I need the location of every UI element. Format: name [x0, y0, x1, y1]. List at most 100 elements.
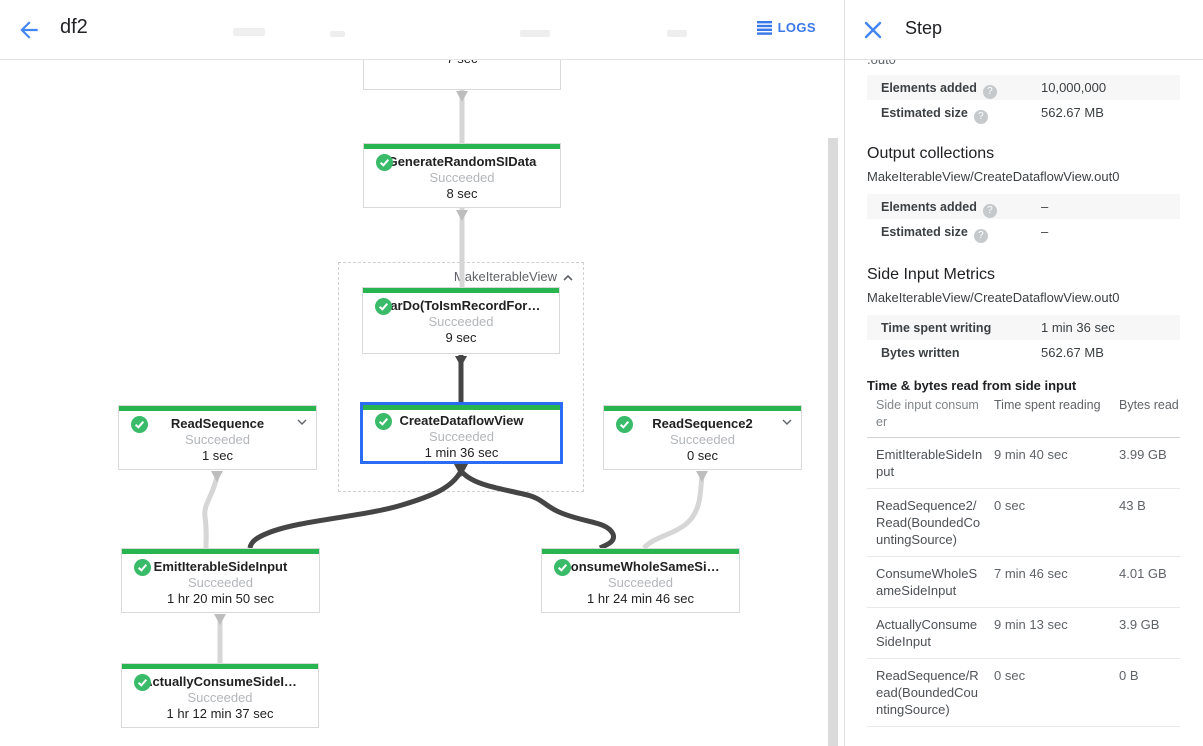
metric-row: Estimated size? – [867, 219, 1180, 244]
node-status: Succeeded [669, 432, 736, 447]
back-arrow-icon[interactable] [16, 17, 42, 43]
table-header-row: Side input consumer Time spent reading B… [867, 397, 1180, 438]
job-graph-canvas[interactable]: MakeIterableView [0, 0, 844, 746]
help-icon[interactable]: ? [982, 204, 997, 218]
graph-node-generaterandomsidata[interactable]: GenerateRandomSIData Succeeded 8 sec [363, 143, 561, 208]
cell-bytes: 0 B [1119, 668, 1139, 683]
collapse-group-icon[interactable] [561, 271, 575, 285]
metric-value: 10,000,000 [1041, 80, 1107, 95]
output-metrics-rows: Elements added? – Estimated size? – [867, 194, 1180, 244]
node-status: Succeeded [607, 575, 674, 590]
panel-body: .out0 Elements added? 10,000,000 Estimat… [845, 60, 1203, 745]
status-bar [119, 406, 316, 411]
table-row: EmitIterableSideInput 9 min 40 sec 3.99 … [867, 438, 1180, 489]
job-title: df2 [60, 16, 88, 38]
metric-row: Time spent writing 1 min 36 sec [867, 315, 1180, 340]
cell-consumer: ReadSequence2/Read(BoundedCountingSource… [876, 498, 981, 547]
node-duration: 1 hr 12 min 37 sec [166, 706, 274, 721]
vertical-scrollbar[interactable] [828, 138, 838, 746]
cell-time: 9 min 13 sec [994, 617, 1068, 632]
logs-button-label: LOGS [777, 20, 816, 35]
metric-value: – [1041, 199, 1049, 214]
cell-bytes: 3.99 GB [1119, 447, 1167, 462]
metric-row: Bytes written 562.67 MB [867, 340, 1180, 365]
table-row: ActuallyConsumeSideInput 9 min 13 sec 3.… [867, 608, 1180, 659]
top-toolbar: df2 LOGS [0, 0, 844, 60]
cell-bytes: 4.01 GB [1119, 566, 1167, 581]
close-icon[interactable] [863, 20, 883, 40]
help-icon[interactable]: ? [973, 110, 988, 124]
metric-value: – [1041, 224, 1049, 239]
status-bar [604, 406, 801, 411]
node-duration: 1 hr 24 min 46 sec [587, 591, 694, 606]
node-duration: 1 hr 20 min 50 sec [167, 591, 274, 606]
help-icon[interactable]: ? [973, 229, 988, 243]
help-icon[interactable]: ? [982, 85, 997, 99]
success-check-icon [131, 416, 148, 433]
graph-node-consumewholesamesideinput[interactable]: ConsumeWholeSameSi… Succeeded 1 hr 24 mi… [541, 548, 740, 613]
expand-node-icon[interactable] [295, 415, 309, 429]
expand-node-icon[interactable] [780, 415, 794, 429]
metric-value: 1 min 36 sec [1041, 320, 1115, 335]
node-title: CreateDataflowView [399, 413, 524, 428]
redacted-text [520, 30, 550, 37]
node-status: Succeeded [428, 314, 494, 329]
metric-label: Elements added [881, 81, 977, 95]
side-input-metrics-heading: Side Input Metrics [867, 266, 996, 283]
graph-edges [202, 90, 708, 665]
metric-value: 562.67 MB [1041, 345, 1104, 360]
graph-node-createdataflowview-selected[interactable]: CreateDataflowView Succeeded 1 min 36 se… [360, 402, 563, 464]
side-input-metrics-rows: Time spent writing 1 min 36 sec Bytes wr… [867, 315, 1180, 365]
clipped-collection-name: .out0 [867, 60, 1180, 67]
metric-label: Bytes written [881, 346, 960, 360]
success-check-icon [554, 559, 571, 576]
group-label: MakeIterableView [453, 269, 557, 284]
input-metrics-rows: Elements added? 10,000,000 Estimated siz… [867, 75, 1180, 125]
table-row: ConsumeWholeSameSideInput 7 min 46 sec 4… [867, 557, 1180, 608]
graph-node-readsequence2[interactable]: ReadSequence2 Succeeded 0 sec [603, 405, 802, 470]
status-bar [363, 288, 559, 293]
logs-lines-icon [756, 20, 772, 35]
output-collections-heading: Output collections [867, 145, 995, 162]
redacted-text [667, 30, 687, 37]
step-details-panel: Step .out0 Elements added? 10,000,000 Es… [844, 0, 1203, 746]
table-row: ReadSequence/Read(BoundedCountingSource)… [867, 659, 1180, 727]
logs-button[interactable]: LOGS [756, 20, 816, 35]
node-status: Succeeded [428, 429, 495, 444]
cell-consumer: ConsumeWholeSameSideInput [876, 566, 978, 598]
success-check-icon [375, 413, 392, 430]
metric-value: 562.67 MB [1041, 105, 1104, 120]
metric-label: Estimated size [881, 106, 968, 120]
graph-node-readsequence[interactable]: ReadSequence Succeeded 1 sec [118, 405, 317, 470]
status-bar [122, 664, 318, 669]
status-bar [363, 405, 560, 410]
cell-consumer: EmitIterableSideInput [876, 447, 983, 479]
side-input-collection-name: MakeIterableView/CreateDataflowView.out0 [867, 290, 1120, 305]
cell-consumer: ActuallyConsumeSideInput [876, 617, 978, 649]
cell-bytes: 3.9 GB [1119, 617, 1160, 632]
metric-label: Estimated size [881, 225, 968, 239]
cell-time: 9 min 40 sec [994, 447, 1068, 462]
node-status: Succeeded [184, 432, 251, 447]
graph-node-actuallyconsumesideinput[interactable]: ActuallyConsumeSideI… Succeeded 1 hr 12 … [121, 663, 319, 728]
success-check-icon [616, 416, 633, 433]
metric-row: Elements added? – [867, 194, 1180, 219]
node-duration: 1 min 36 sec [424, 445, 499, 460]
side-input-table-heading: Time & bytes read from side input [867, 378, 1077, 393]
panel-header: Step [845, 0, 1203, 60]
graph-node-emititerablesideinput[interactable]: EmitIterableSideInput Succeeded 1 hr 20 … [121, 548, 320, 613]
graph-node-pardo-toismrecord[interactable]: ParDo(ToIsmRecordFor… Succeeded 9 sec [362, 287, 560, 354]
panel-title: Step [905, 18, 943, 38]
cell-time: 0 sec [994, 668, 1026, 683]
node-status: Succeeded [187, 575, 254, 590]
node-duration: 9 sec [445, 330, 477, 345]
side-input-table: Side input consumer Time spent reading B… [867, 397, 1180, 727]
cell-time: 0 sec [994, 498, 1026, 513]
redacted-text [233, 28, 265, 36]
output-collection-name: MakeIterableView/CreateDataflowView.out0 [867, 169, 1120, 184]
redacted-text [330, 31, 345, 37]
success-check-icon [134, 559, 151, 576]
status-bar [122, 549, 319, 554]
metric-row: Elements added? 10,000,000 [867, 75, 1180, 100]
